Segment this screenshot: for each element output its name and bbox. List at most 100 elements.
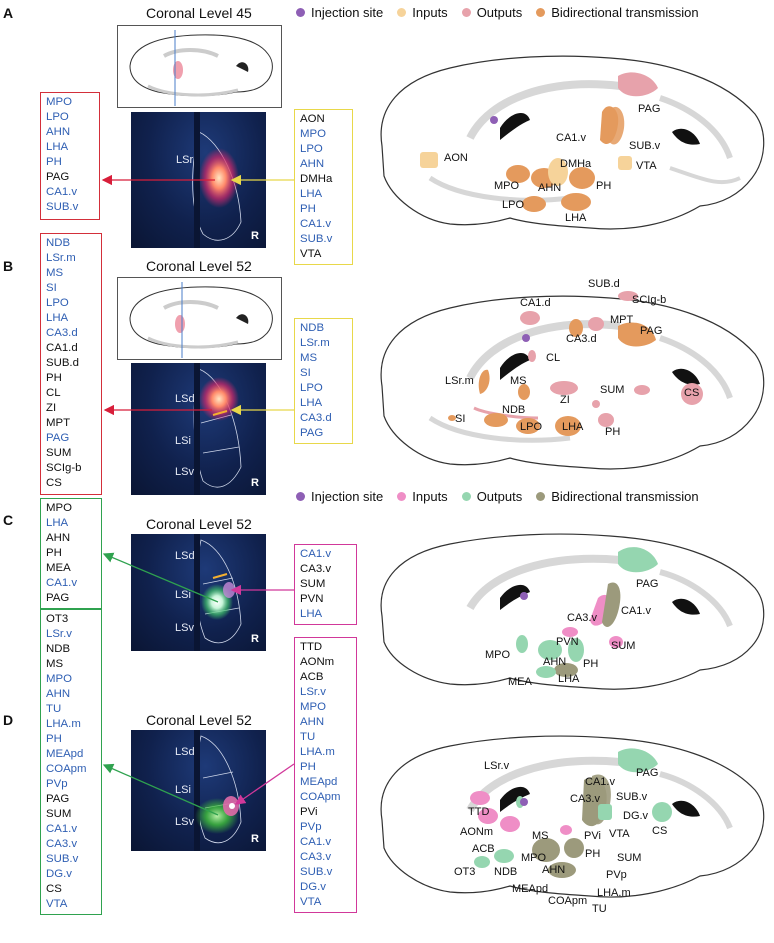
region-list-item: LHA.m — [300, 746, 335, 758]
region-label-dgv: DG.v — [623, 810, 649, 822]
region-list-item: LSr.m — [46, 252, 76, 264]
region-list-item: MEA — [46, 562, 71, 574]
region-list-item: MEApd — [46, 748, 84, 760]
region-list-item: LPO — [300, 143, 323, 155]
sagittal-thumbnail-drawing — [129, 30, 273, 106]
panel-d-title: Coronal Level 52 — [146, 712, 252, 728]
region-list-item: AONm — [300, 656, 335, 668]
region-list-item: SUM — [46, 808, 72, 820]
region-list-item: AON — [300, 113, 325, 125]
region-label-pag: PAG — [636, 767, 659, 779]
region-label-vta: VTA — [636, 160, 657, 172]
micro-label-lsi: LSi — [175, 784, 191, 796]
region-list-item: DG.v — [46, 868, 72, 880]
region-list-item: MPT — [46, 417, 71, 429]
sagittal-brain-a — [380, 55, 765, 230]
region-label-ahn: AHN — [543, 656, 567, 668]
region-list-item: LHA — [46, 517, 69, 529]
region-list-item: PVN — [300, 593, 324, 605]
region-label-subv: SUB.v — [616, 791, 648, 803]
micro-label-lsv: LSv — [175, 816, 194, 828]
region-label-sum: SUM — [611, 640, 636, 652]
legend-item-inputs: Inputs — [397, 489, 448, 504]
panel-letter-b: B — [3, 258, 14, 274]
region-list-item: SI — [300, 367, 311, 379]
sagittal-thumbnail-drawing — [129, 282, 273, 358]
micro-label-r: R — [251, 833, 259, 845]
region-label-pag: PAG — [638, 103, 661, 115]
region-list-item: MPO — [300, 701, 326, 713]
region-list-item: AHN — [300, 716, 325, 728]
region-list-item: LPO — [46, 297, 69, 309]
region-label-ca3d: CA3.d — [566, 333, 597, 345]
legend-swatch — [296, 492, 305, 501]
region-label-acb: ACB — [472, 843, 495, 855]
region-label-tu: TU — [592, 903, 607, 915]
region-list-item: CA3.v — [300, 851, 332, 863]
region-list-item: DMHa — [300, 173, 333, 185]
panel-letter-d: D — [3, 712, 14, 728]
region-list-item: SUB.v — [46, 853, 79, 865]
region-label-lsrm: LSr.m — [445, 375, 474, 387]
region-label-ph: PH — [583, 658, 599, 670]
panel-a-title: Coronal Level 45 — [146, 5, 252, 21]
legend-label: Injection site — [311, 5, 384, 20]
legend-swatch — [536, 492, 546, 501]
region-list-item: SI — [46, 282, 57, 294]
micro-label-lsi: LSi — [175, 435, 191, 447]
legend-item-outputs: Outputs — [461, 489, 523, 504]
region-label-ph: PH — [585, 848, 601, 860]
micro-label-lsd: LSd — [175, 746, 195, 758]
micrograph-c: LSd LSi LSv R — [131, 534, 266, 651]
legend-item-inputs: Inputs — [397, 5, 448, 20]
sagittal-thumbnail-a — [117, 25, 282, 108]
region-list-item: PH — [46, 156, 62, 168]
region-list-item: SUB.v — [300, 233, 333, 245]
region-list-item: ACB — [300, 671, 324, 683]
region-list-item: SUM — [46, 447, 72, 459]
region-list-item: CA1.v — [46, 577, 78, 589]
region-list-item: MS — [300, 352, 318, 364]
region-list-item: VTA — [300, 248, 322, 260]
region-label-pvi: PVi — [584, 830, 601, 842]
micro-label-lsi: LSi — [175, 589, 191, 601]
region-label-mpo: MPO — [494, 180, 520, 192]
region-list-item: ZI — [46, 402, 57, 414]
region-label-sclgb: SCIg-b — [632, 294, 667, 306]
legend-label: Bidirectional transmission — [551, 489, 699, 504]
region-list-item: MS — [46, 658, 64, 670]
sagittal-thumbnail-b — [117, 277, 282, 360]
legend-item-bidirectional: Bidirectional transmission — [536, 5, 699, 20]
region-label-lha: LHA — [565, 212, 587, 224]
region-label-vta: VTA — [609, 828, 630, 840]
region-list-item: PVi — [300, 806, 318, 818]
region-list-item: MPO — [46, 502, 72, 514]
region-list-item: LHA — [300, 188, 323, 200]
region-list-item: MPO — [46, 673, 72, 685]
legend-label: Outputs — [476, 489, 523, 504]
arrow-d-input — [234, 763, 295, 805]
region-list-item: TU — [46, 703, 62, 715]
region-label-pvp: PVp — [606, 869, 627, 881]
region-label-pvn: PVN — [556, 636, 579, 648]
micro-label-lsr: LSr — [176, 154, 194, 166]
region-label-lpo: LPO — [502, 199, 525, 211]
region-list-item: CA1.v — [300, 548, 332, 560]
region-list-item: SUB.d — [46, 357, 79, 369]
legend-swatch — [461, 8, 471, 17]
region-label-cl: CL — [546, 352, 561, 364]
region-list-item: AHN — [46, 688, 71, 700]
region-label-ca1v: CA1.v — [621, 605, 651, 617]
region-label-sum: SUM — [600, 384, 625, 396]
legend-swatch — [536, 8, 546, 17]
micrograph-d-drawing — [194, 730, 242, 851]
micro-label-lsd: LSd — [175, 550, 195, 562]
region-list-item: PAG — [46, 793, 70, 805]
